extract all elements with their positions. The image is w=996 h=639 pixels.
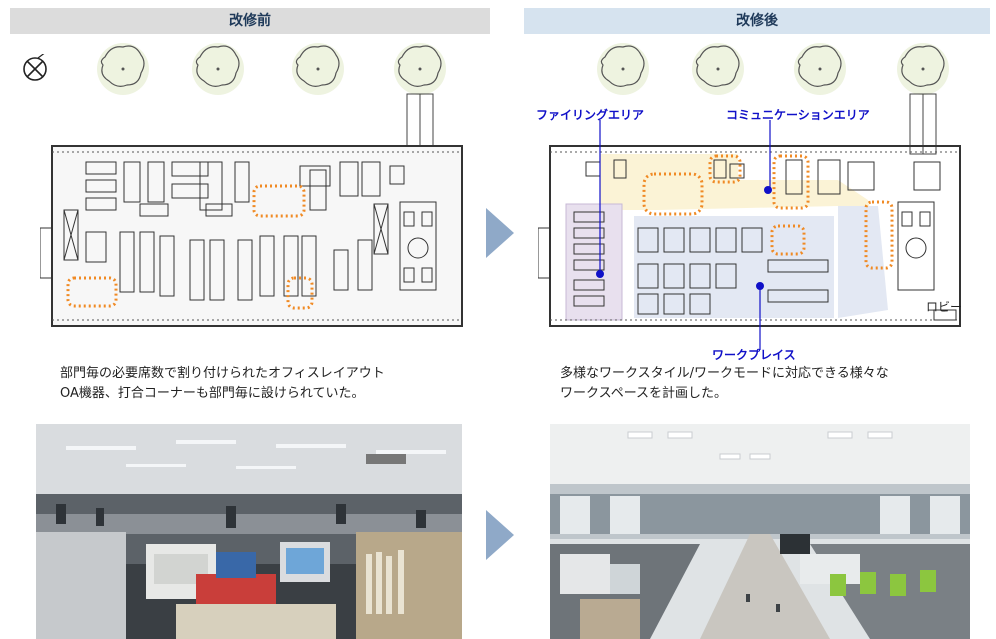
workplace-label: ワークプレイス bbox=[712, 348, 796, 362]
next-arrow-icon bbox=[486, 208, 514, 258]
north-compass-icon bbox=[23, 54, 47, 81]
filing-area-label: ファイリングエリア bbox=[536, 108, 645, 122]
tree-icon bbox=[597, 43, 649, 95]
after-trees bbox=[597, 43, 949, 155]
before-office-photo bbox=[36, 424, 462, 639]
tree-icon bbox=[97, 43, 149, 95]
before-floor-plan bbox=[40, 145, 463, 327]
tree-icon bbox=[692, 43, 744, 95]
tree-icon bbox=[394, 43, 446, 95]
label-leader-lines bbox=[596, 120, 772, 350]
before-caption-line-1: 部門毎の必要席数で割り付けられたオフィスレイアウト bbox=[60, 366, 385, 381]
after-header: 改修後 bbox=[524, 8, 990, 34]
before-caption-line-2: OA機器、打合コーナーも部門毎に設けられていた。 bbox=[60, 386, 365, 401]
tree-icon bbox=[192, 43, 244, 95]
before-trees bbox=[97, 43, 446, 155]
communication-area-label: コミュニケーションエリア bbox=[726, 108, 870, 122]
lobby-label: ロビー bbox=[926, 300, 963, 314]
after-office-photo bbox=[550, 424, 970, 639]
after-floor-plan bbox=[538, 145, 961, 327]
next-arrow-icon bbox=[486, 510, 514, 560]
before-header: 改修前 bbox=[10, 8, 490, 34]
tree-icon bbox=[292, 43, 344, 95]
after-caption-line-2: ワークスペースを計画した。 bbox=[560, 386, 728, 401]
after-caption-line-1: 多様なワークスタイル/ワークモードに対応できる様々な bbox=[560, 366, 889, 381]
tree-icon bbox=[897, 43, 949, 95]
tree-icon bbox=[794, 43, 846, 95]
